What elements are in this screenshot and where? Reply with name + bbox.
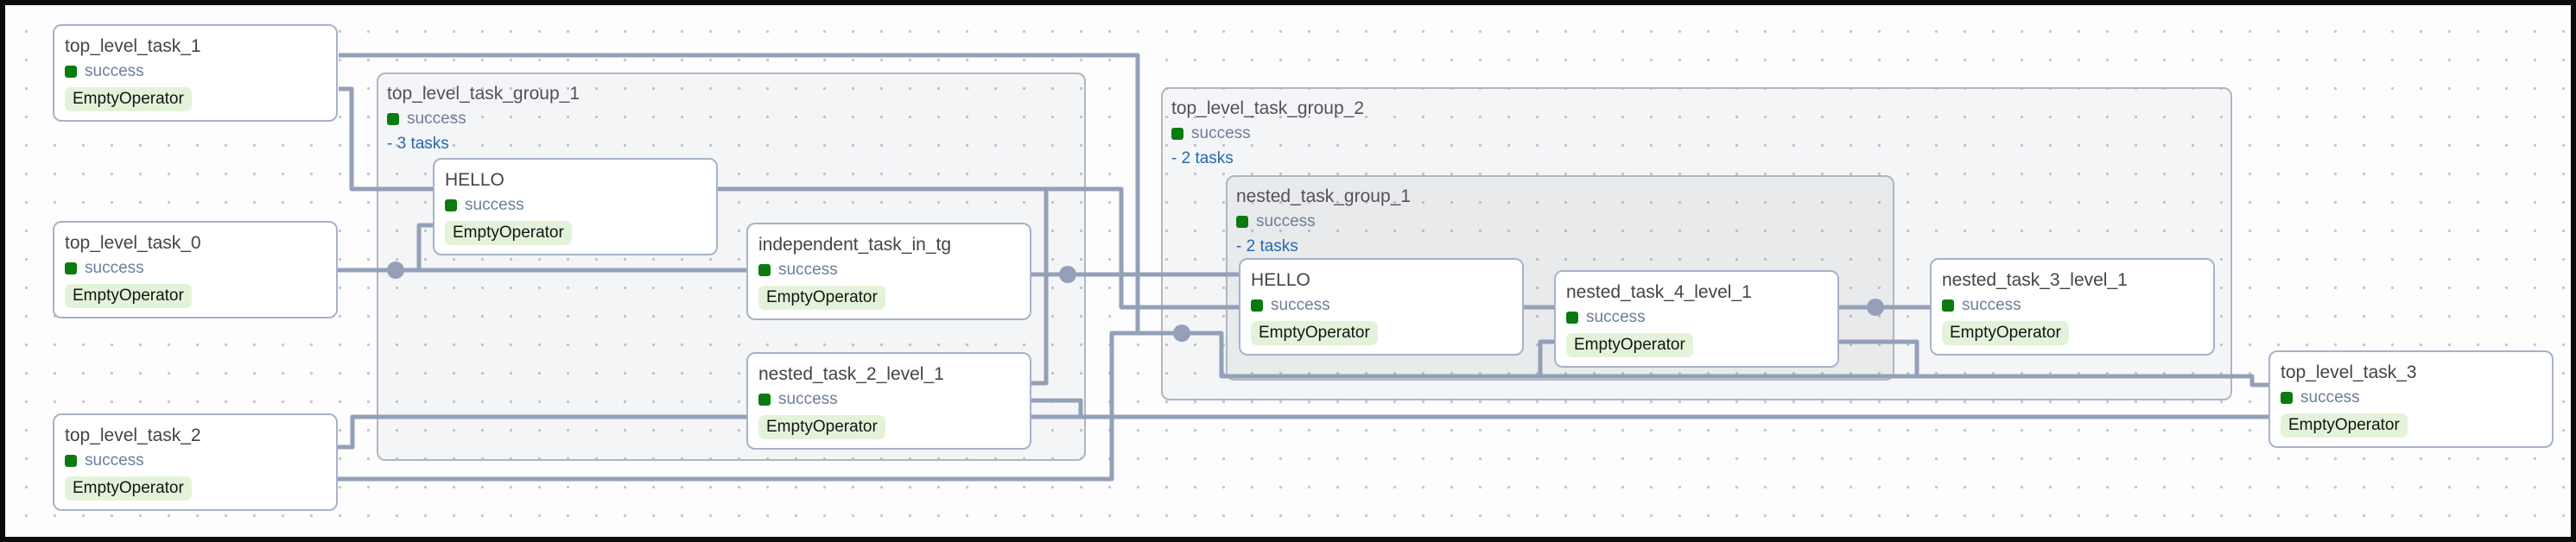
status-row: success — [1942, 293, 2203, 318]
status-label: success — [2300, 388, 2360, 406]
task-node-title: HELLO — [1251, 270, 1310, 290]
edge-junction-dot — [1867, 299, 1884, 316]
task-group-title: top_level_task_group_1 — [387, 84, 581, 104]
operator-badge: EmptyOperator — [758, 286, 885, 310]
status-row: success — [387, 107, 580, 131]
task-node-title: HELLO — [445, 170, 504, 190]
edge-junction-dot — [1059, 266, 1076, 283]
status-label: success — [1271, 296, 1330, 314]
success-status-icon — [65, 262, 77, 274]
status-label: success — [778, 261, 838, 279]
status-row: success — [445, 193, 706, 217]
task-group-title: top_level_task_group_2 — [1171, 98, 1365, 118]
collapse-tasks-link[interactable]: - 2 tasks — [1171, 149, 1234, 167]
success-status-icon — [65, 66, 77, 78]
status-label: success — [1962, 296, 2021, 314]
edge-top_level_task_2-trunk-to-nested_task_4 — [338, 331, 1554, 482]
edge-top_level_task_0-branch-to-hello_group_1 — [396, 223, 433, 273]
edge-trunk-to-top_level_task_3 — [1540, 374, 2268, 388]
edge-junction-dot — [387, 262, 404, 279]
success-status-icon — [1566, 312, 1578, 324]
status-label: success — [1586, 308, 1646, 326]
operator-badge: EmptyOperator — [65, 476, 192, 501]
status-label: success — [85, 259, 144, 277]
success-status-icon — [1251, 299, 1263, 312]
task-node-title: top_level_task_1 — [65, 36, 201, 56]
edge-nested_task_4-out-merge — [1839, 339, 1919, 376]
task-group-title: nested_task_group_1 — [1236, 186, 1411, 206]
success-status-icon — [387, 113, 399, 125]
task-node-title: nested_task_3_level_1 — [1942, 270, 2128, 290]
task-node-title: top_level_task_0 — [65, 233, 201, 253]
operator-badge: EmptyOperator — [1566, 333, 1693, 357]
status-label: success — [778, 390, 838, 408]
status-label: success — [1256, 212, 1316, 230]
status-row: success — [65, 449, 326, 473]
edge-hello_group_1-to-hello_group_2 — [718, 186, 1239, 310]
status-row: success — [1566, 306, 1827, 330]
task-node-title: nested_task_4_level_1 — [1566, 282, 1752, 302]
success-status-icon — [445, 199, 457, 211]
status-label: success — [1191, 124, 1251, 142]
success-status-icon — [1171, 128, 1183, 140]
success-status-icon — [65, 455, 77, 467]
status-row: success — [2281, 386, 2541, 410]
operator-badge: EmptyOperator — [65, 284, 192, 308]
task-node-title: nested_task_2_level_1 — [758, 364, 944, 384]
operator-badge: EmptyOperator — [1251, 321, 1378, 345]
edge-top_level_task_1-top-trunk — [339, 53, 1140, 333]
operator-badge: EmptyOperator — [65, 87, 192, 111]
task-node-title: top_level_task_2 — [65, 425, 201, 445]
status-row: success — [1251, 293, 1512, 318]
status-row: success — [65, 60, 326, 84]
status-label: success — [85, 451, 144, 470]
collapse-tasks-link[interactable]: - 2 tasks — [1236, 237, 1298, 255]
status-row: success — [1236, 210, 1411, 234]
operator-badge: EmptyOperator — [1942, 321, 2069, 345]
edge-hello_group_1-branch-to-nested_task_2 — [1031, 189, 1049, 386]
success-status-icon — [758, 264, 771, 276]
status-row: success — [1171, 122, 1364, 146]
status-row: success — [758, 388, 1019, 412]
success-status-icon — [2281, 392, 2293, 404]
status-row: success — [758, 258, 1019, 282]
operator-badge: EmptyOperator — [2281, 413, 2408, 438]
edge-nested_task_2-merge-out — [1031, 398, 1083, 417]
task-node-title: top_level_task_3 — [2281, 362, 2417, 382]
status-label: success — [85, 62, 144, 80]
success-status-icon — [1942, 299, 1954, 312]
operator-badge: EmptyOperator — [758, 415, 885, 439]
edge-junction-dot — [1173, 325, 1190, 342]
collapse-tasks-link[interactable]: - 3 tasks — [387, 135, 449, 153]
success-status-icon — [758, 394, 771, 406]
edge-layer — [338, 53, 2268, 482]
status-row: success — [65, 256, 326, 280]
operator-badge: EmptyOperator — [445, 221, 572, 245]
success-status-icon — [1236, 216, 1248, 228]
task-node-title: independent_task_in_tg — [758, 235, 952, 255]
status-label: success — [465, 196, 524, 214]
edge-top_level_task_2-to-top_level_task_3 — [338, 414, 2268, 450]
edge-top_level_task_1-to-hello_group_1 — [339, 86, 433, 192]
status-label: success — [407, 110, 466, 128]
